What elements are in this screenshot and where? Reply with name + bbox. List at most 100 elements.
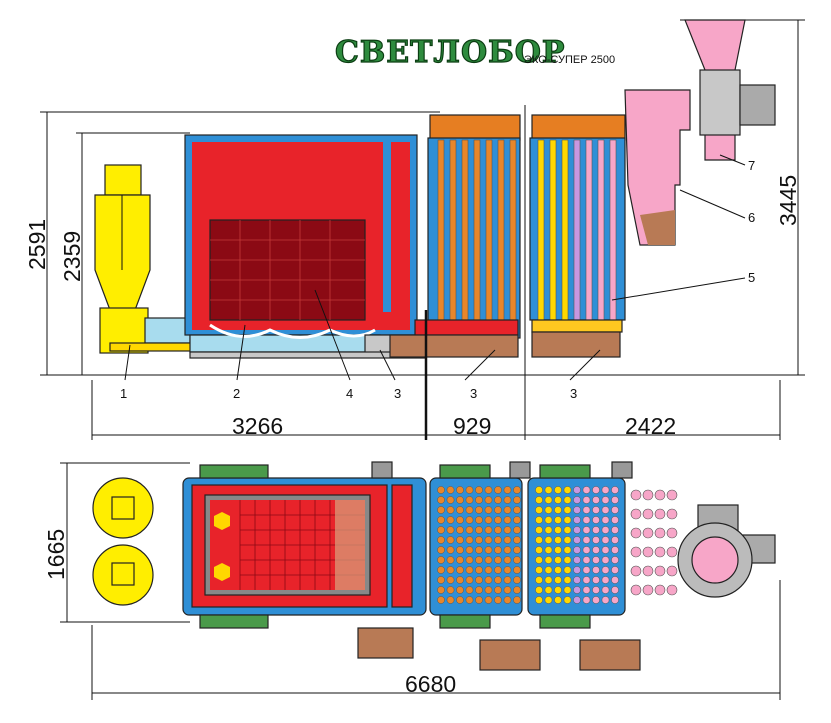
tube-dot <box>437 526 445 534</box>
tube-dot <box>456 496 464 504</box>
tube-dot <box>456 536 464 544</box>
tube-dot <box>503 516 512 524</box>
tube-dot <box>446 576 455 584</box>
tube-dot <box>601 506 610 514</box>
dim-body-height: 2359 <box>59 231 85 282</box>
tube-dot <box>513 546 521 554</box>
tube-dot <box>601 596 610 604</box>
tube-dot <box>484 586 493 594</box>
tube-dot <box>503 576 512 584</box>
cyclone-cell <box>654 565 666 577</box>
cyclone-cell <box>642 546 654 558</box>
tube-dot <box>437 496 445 504</box>
tube-dot <box>601 576 610 584</box>
exhaust-fan <box>684 19 776 161</box>
tube-dot <box>475 486 483 494</box>
callout-6: 6 <box>748 210 755 225</box>
tube-dot <box>437 596 445 604</box>
side-view: 2591 2359 3445 <box>24 19 805 440</box>
tube-dot <box>554 516 562 524</box>
tube-dot <box>544 566 553 574</box>
tube-dot <box>563 546 572 554</box>
cyclone-cell <box>630 546 642 558</box>
tube-dot <box>513 566 521 574</box>
model-name: ЭКО-СУПЕР 2500 <box>524 54 615 66</box>
tube-dot <box>484 506 493 514</box>
tube-dot <box>573 526 581 534</box>
tube-dot <box>535 596 543 604</box>
tube-dot <box>456 596 464 604</box>
tube-dot <box>563 576 572 584</box>
callout-3c: 3 <box>570 386 577 401</box>
tube-dot <box>544 586 553 594</box>
cyclone-cell <box>642 489 654 501</box>
tube-dot <box>563 586 572 594</box>
tube-dot <box>484 536 493 544</box>
furnace <box>184 134 426 359</box>
tube-dot <box>503 556 512 564</box>
tube-dot <box>544 486 553 494</box>
tube-dot <box>484 546 493 554</box>
tube-dot <box>535 556 543 564</box>
cyclone-cell <box>642 565 654 577</box>
tube-dot <box>554 556 562 564</box>
tube-dot <box>437 546 445 554</box>
cyclone-cell <box>642 508 654 520</box>
tube-dot <box>484 556 493 564</box>
tube-dot <box>601 516 610 524</box>
tube-dot <box>544 596 553 604</box>
cyclone-cell <box>630 565 642 577</box>
tube-dot <box>475 596 483 604</box>
tube-dot <box>582 486 591 494</box>
tube-dot <box>535 566 543 574</box>
tube-dot <box>437 556 445 564</box>
tube-dot <box>456 486 464 494</box>
heat-exchanger-2 <box>529 114 626 358</box>
tube-dot <box>484 576 493 584</box>
tube-dot <box>573 556 581 564</box>
tube-dot <box>535 526 543 534</box>
tube-dot <box>484 516 493 524</box>
tube-dot <box>554 566 562 574</box>
tube-dot <box>582 496 591 504</box>
tube-dot <box>535 486 543 494</box>
tube-dot <box>503 546 512 554</box>
tube-dot <box>437 486 445 494</box>
tube-dot <box>563 566 572 574</box>
tube-dot <box>494 516 502 524</box>
tube-dot <box>601 586 610 594</box>
tube-dot <box>592 556 600 564</box>
tube-dot <box>535 516 543 524</box>
tube-dot <box>446 516 455 524</box>
tube-dot <box>535 506 543 514</box>
callout-3: 3 <box>394 386 401 401</box>
tube-dot <box>563 556 572 564</box>
tube-dot <box>494 556 502 564</box>
tube-dot <box>592 586 600 594</box>
tube-dot <box>503 566 512 574</box>
cyclone-cell <box>630 584 642 596</box>
tube-dot <box>465 546 474 554</box>
tube-dot <box>592 526 600 534</box>
tube-dot <box>544 516 553 524</box>
hopper-plan-2 <box>92 544 154 606</box>
tube-dot <box>465 556 474 564</box>
tube-dot <box>513 526 521 534</box>
cyclone-cell <box>666 584 678 596</box>
callout-4: 4 <box>346 386 353 401</box>
tube-dot <box>446 586 455 594</box>
tube-dot <box>494 526 502 534</box>
tube-dot <box>592 536 600 544</box>
tube-dot <box>582 576 591 584</box>
tube-dot <box>465 486 474 494</box>
tube-dot <box>446 596 455 604</box>
tube-dot <box>437 586 445 594</box>
tube-dot <box>446 536 455 544</box>
tube-dot <box>544 506 553 514</box>
tube-dot <box>475 516 483 524</box>
tube-dot <box>456 586 464 594</box>
tube-dot <box>544 536 553 544</box>
dim-furnace-length: 3266 <box>232 413 283 439</box>
tube-dot <box>456 506 464 514</box>
tube-dot <box>592 596 600 604</box>
